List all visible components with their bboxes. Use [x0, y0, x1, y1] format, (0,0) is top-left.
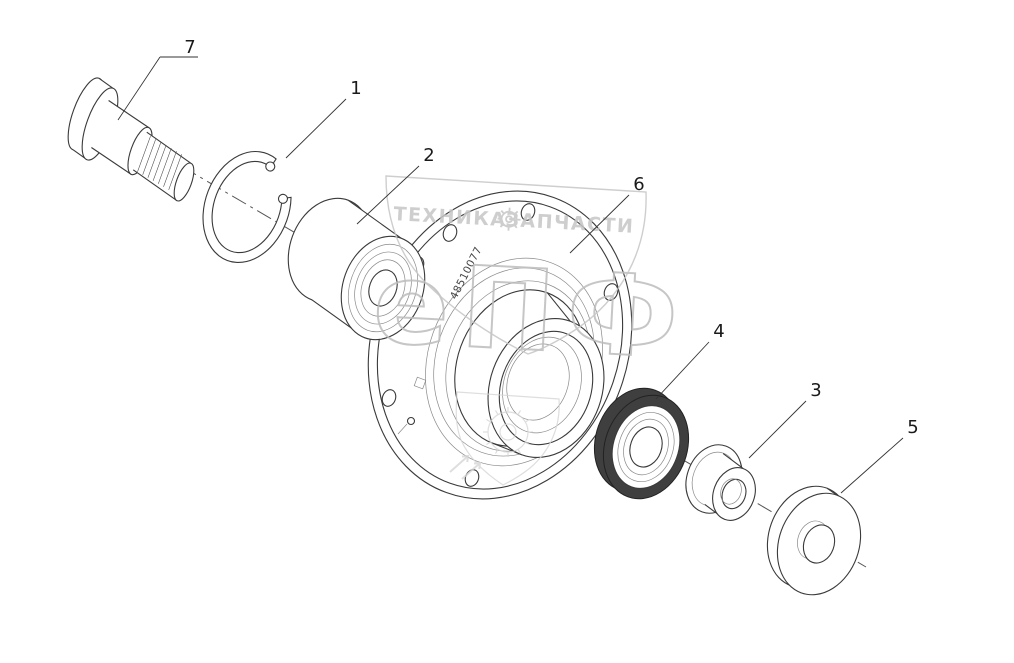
- watermark-title-left: ТЕХНИКА: [393, 203, 507, 231]
- seal-bore: [629, 426, 663, 468]
- callout-line-6: [569, 194, 630, 254]
- seal-part: [593, 387, 690, 500]
- callout-line-5: [840, 437, 904, 494]
- hub-bolt-hole: [442, 224, 458, 242]
- washer-hole: [802, 524, 836, 564]
- callout-label-3: 3: [810, 380, 821, 401]
- spindle-part: [67, 77, 195, 202]
- spindle-edge: [146, 131, 192, 164]
- hub-drain-hole: [406, 416, 416, 426]
- hub-drain-stem: [397, 423, 408, 435]
- emblem-gear-icon: [483, 407, 533, 457]
- bearing-outer-ring: [348, 243, 418, 333]
- seal-ring: [617, 412, 675, 482]
- collar-part: [685, 444, 756, 521]
- snap-ring-eyelet: [265, 161, 276, 172]
- watermark-top: ТЕХНИКА ЗАПЧАСТИ еПФ: [369, 175, 694, 386]
- callout-line-3: [748, 400, 807, 459]
- seal-ring: [623, 418, 669, 476]
- hub-bore-ring: [506, 343, 570, 421]
- bearing-part: [287, 197, 426, 341]
- collar-edge: [722, 453, 744, 470]
- hub-barrel-edge: [546, 292, 571, 322]
- spindle-edge: [98, 77, 114, 89]
- callout-line-2: [356, 165, 420, 225]
- watermark-bottom-emblem: [449, 391, 560, 486]
- collar-bore-depth: [720, 478, 742, 505]
- callout-label-6: 6: [633, 174, 644, 195]
- hub-part: 48510077: [367, 190, 633, 500]
- callout-label-7: 7: [184, 37, 195, 58]
- bearing-edge: [347, 199, 402, 239]
- spindle-thread-hatching: [137, 136, 182, 190]
- bearing-cage-ring: [354, 251, 412, 325]
- spindle-thread-tip: [173, 162, 195, 202]
- washer-edge: [826, 487, 838, 496]
- callouts: 7 1 2 6 4 3 5: [117, 37, 919, 494]
- bearing-bore: [368, 269, 398, 307]
- snap-ring-eyelet: [277, 193, 289, 204]
- watermark-shield: [385, 175, 647, 355]
- collar-bore: [721, 478, 747, 510]
- snap-ring-body: [202, 150, 292, 263]
- hub-lug: [413, 376, 427, 390]
- emblem-shield: [455, 391, 560, 486]
- hub-bolt-hole: [381, 389, 397, 407]
- callout-label-2: 2: [423, 145, 434, 166]
- watermark-brand: ТЕХНИКА ЗАПЧАСТИ еПФ: [369, 203, 694, 386]
- callout-label-1: 1: [350, 78, 361, 99]
- hub-bore-ring: [502, 336, 582, 434]
- hub-bolt-hole: [603, 283, 619, 301]
- callout-line-4: [655, 341, 710, 400]
- callout-label-5: 5: [907, 417, 918, 438]
- callout-line-7: [117, 56, 161, 121]
- emblem-arrows: [449, 454, 482, 480]
- spindle-edge: [132, 169, 178, 202]
- hub-bolt-hole: [520, 203, 536, 221]
- washer-part: [766, 485, 862, 596]
- callout-line-1: [285, 98, 347, 159]
- gear-icon: [497, 207, 521, 231]
- bearing-inner-ring: [360, 259, 406, 317]
- watermark-big-text: еПФ: [370, 238, 693, 384]
- spindle-edge: [108, 100, 149, 128]
- callout-label-4: 4: [713, 321, 724, 342]
- spindle-edge: [91, 147, 132, 175]
- snap-ring-part: [202, 150, 292, 263]
